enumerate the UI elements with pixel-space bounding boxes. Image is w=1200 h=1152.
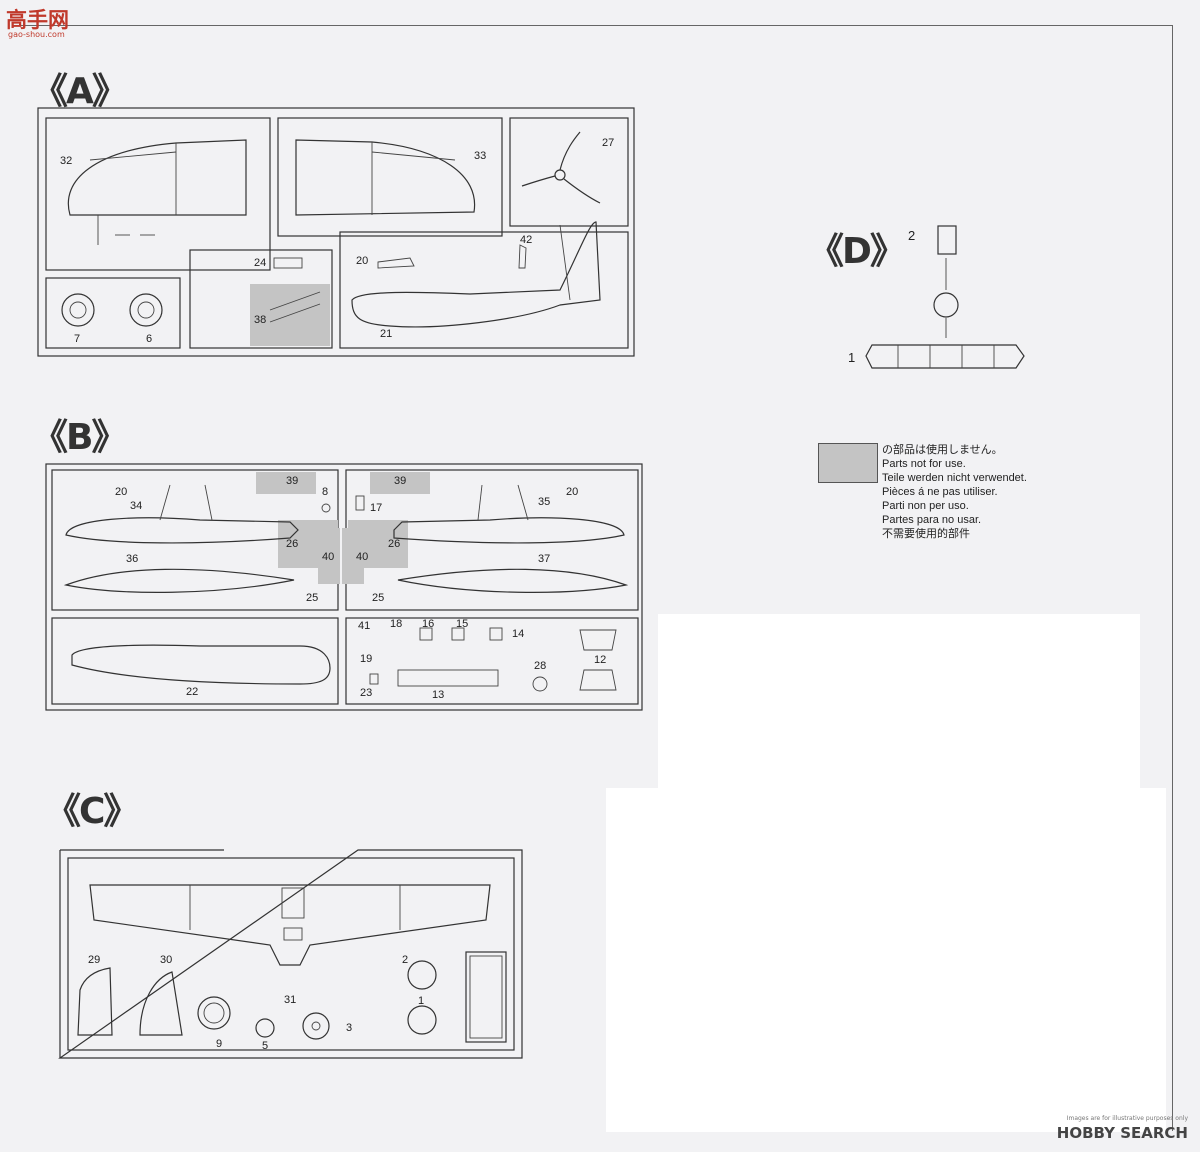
part-number: 39: [394, 475, 407, 487]
part-number: 39: [286, 475, 299, 487]
part-number: 25: [372, 592, 385, 604]
legend-line: Parts not for use.: [882, 458, 966, 470]
part-number: 13: [432, 689, 445, 701]
legend-lines: の部品は使用しません。 Parts not for use. Teile wer…: [882, 443, 1027, 541]
part-number: 8: [322, 486, 329, 498]
watermark-text: HOBBY SEARCH: [1056, 1124, 1188, 1142]
part-number: 26: [388, 538, 401, 550]
part-number: 20: [356, 255, 369, 267]
section-d-label: 《D》: [808, 231, 906, 272]
part-number: 5: [262, 1040, 269, 1052]
part-number: 3: [346, 1022, 353, 1034]
part-number: 42: [520, 234, 533, 246]
part-number: 20: [566, 486, 579, 498]
blank-region: [606, 788, 1166, 1132]
sprue-a: [37, 107, 635, 357]
part-number: 36: [126, 553, 139, 565]
part-number: 27: [602, 137, 615, 149]
part-number: 41: [358, 620, 371, 632]
part-number: 15: [456, 618, 469, 630]
sheet-frame: [19, 25, 1173, 1131]
part-number: 16: [422, 618, 435, 630]
part-number: 1: [418, 995, 425, 1007]
legend-line: Teile werden nicht verwendet.: [882, 472, 1027, 484]
legend-line: Parti non per uso.: [882, 500, 969, 512]
part-number: 22: [186, 686, 199, 698]
hobby-search-watermark: HOBBY SEARCH Images are for illustrative…: [1056, 1115, 1188, 1142]
part-number: 28: [534, 660, 547, 672]
section-b-label: 《B》: [32, 417, 127, 458]
part-number: 2: [402, 954, 409, 966]
part-number: 1: [848, 350, 856, 365]
part-number: 19: [360, 653, 373, 665]
part-number: 40: [356, 551, 369, 563]
part-number: 34: [130, 500, 143, 512]
part-number: 14: [512, 628, 525, 640]
part-number: 2: [908, 228, 916, 243]
legend-line: の部品は使用しません。: [882, 444, 1003, 456]
part-number: 6: [146, 333, 153, 345]
part-number: 33: [474, 150, 487, 162]
logo-url: gao-shou.com: [8, 30, 65, 39]
legend-line: 不需要使用的部件: [882, 528, 970, 540]
section-a-label: 《A》: [32, 71, 128, 112]
part-number: 9: [216, 1038, 223, 1050]
part-number: 30: [160, 954, 173, 966]
blank-region: [658, 614, 1140, 788]
part-number: 25: [306, 592, 319, 604]
part-number: 31: [284, 994, 297, 1006]
legend-swatch: [818, 443, 878, 483]
sprue-b: [45, 463, 643, 711]
part-number: 35: [538, 496, 551, 508]
site-logo: 高手网 gao-shou.com: [6, 4, 69, 39]
part-number: 23: [360, 687, 373, 699]
watermark-subtext: Images are for illustrative purposes onl…: [1066, 1115, 1188, 1122]
part-number: 24: [254, 257, 267, 269]
section-c-label: 《C》: [45, 791, 139, 832]
part-number: 12: [594, 654, 607, 666]
part-number: 21: [380, 328, 393, 340]
clear-parts-d: [865, 225, 1025, 369]
part-number: 37: [538, 553, 551, 565]
sprue-c: [58, 849, 523, 1059]
part-number: 20: [115, 486, 128, 498]
part-number: 7: [74, 333, 81, 345]
part-number: 38: [254, 314, 267, 326]
part-number: 40: [322, 551, 335, 563]
legend-line: Pièces á ne pas utiliser.: [882, 486, 998, 498]
logo-text: 高手网: [6, 8, 69, 32]
part-number: 17: [370, 502, 383, 514]
part-number: 29: [88, 954, 101, 966]
part-number: 26: [286, 538, 299, 550]
legend-line: Partes para no usar.: [882, 514, 982, 526]
part-number: 32: [60, 155, 73, 167]
part-number: 18: [390, 618, 403, 630]
